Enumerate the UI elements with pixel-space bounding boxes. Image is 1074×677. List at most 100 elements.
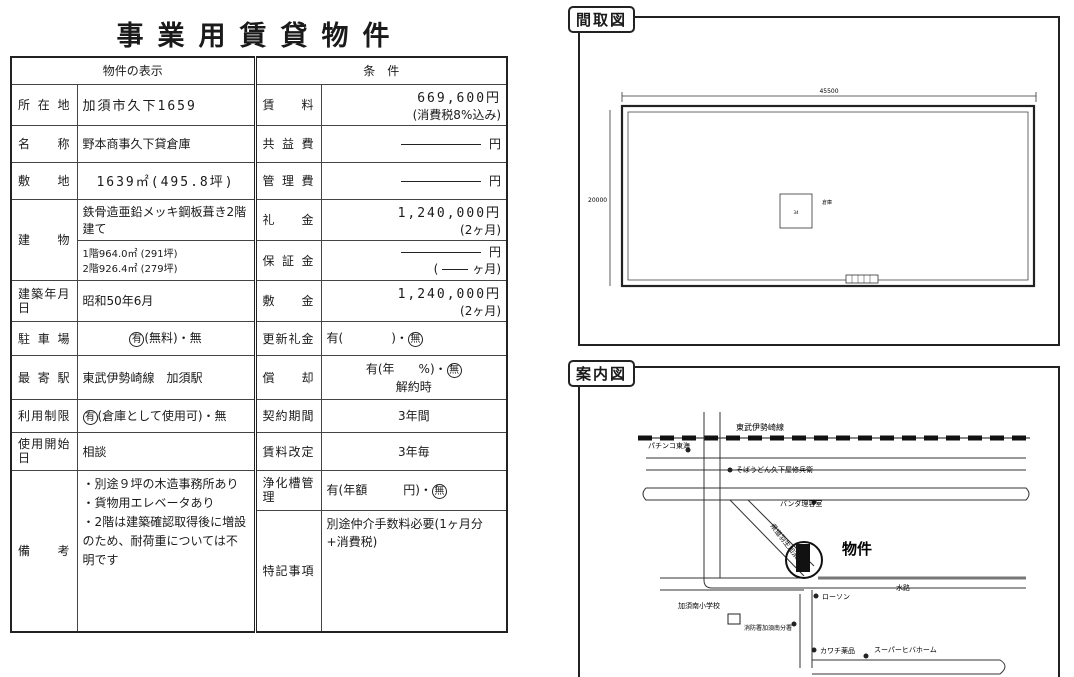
special-value: 別途仲介手数料必要(1ヶ月分+消費税) [320, 509, 508, 633]
floorplan-drawing: 45500 20000 34 倉庫 [588, 88, 1037, 288]
rent-amount: 669,600円 [417, 90, 502, 106]
location-label: 所在地 [10, 83, 78, 126]
revision-label: 賃料改定 [253, 431, 322, 471]
notes-value: ・別途９坪の木造事務所あり ・貨物用エレベータあり ・2階は建築確認取得後に増設… [76, 469, 256, 633]
circled-mark: 無 [446, 362, 462, 378]
super-marker [863, 653, 869, 659]
soba-label: そばうどん久下屋修兵衛 [736, 465, 813, 474]
period-label: 契約期間 [253, 398, 322, 433]
parking-label: 駐車場 [10, 320, 78, 356]
station-label: 最寄駅 [10, 354, 78, 400]
revision-value: 3年毎 [320, 431, 508, 471]
school-label: 加須南小学校 [678, 601, 720, 610]
usage-label: 利用制限 [10, 398, 78, 433]
note-item: ・別途９坪の木造事務所あり [82, 476, 239, 491]
rent-note: (消費税8%込み) [412, 107, 502, 122]
school-icon [727, 613, 741, 625]
start-label: 使用開始日 [10, 431, 78, 471]
lawson-marker [813, 593, 819, 599]
table-row: 備考 ・別途９坪の木造事務所あり ・貨物用エレベータあり ・2階は建築確認取得後… [10, 469, 508, 633]
property-spec-table: 物件の表示 条 件 所在地 加須市久下1659 賃料 669,600円 (消費税… [10, 56, 509, 633]
floor2-area: 2階926.4㎡ (279坪) [82, 264, 178, 275]
header-property: 物件の表示 [10, 56, 256, 85]
circled-mark: 有 [82, 409, 98, 425]
blank-line [442, 269, 469, 270]
station-value: 東武伊勢崎線 加須駅 [76, 354, 256, 400]
security-cell: 1,240,000円 (2ヶ月) [320, 279, 508, 322]
circled-mark: 無 [431, 484, 447, 499]
table-row: 名称 野本商事久下貸倉庫 共益費 円 [10, 124, 508, 163]
building-structure: 鉄骨造亜鉛メッキ鋼板葺き2階建て [76, 198, 256, 241]
height-dimension: 20000 [588, 197, 607, 204]
name-value: 野本商事久下貸倉庫 [76, 124, 256, 163]
rent-label: 賃料 [253, 83, 322, 126]
property-circle [785, 541, 823, 579]
blank-line [401, 252, 482, 253]
floor1-area: 1階964.0㎡ (291坪) [82, 249, 178, 260]
table-row: 建物 鉄骨造亜鉛メッキ鋼板葺き2階建て 礼金 1,240,000円 (2ヶ月) [10, 198, 508, 281]
common-unit: 円 [489, 137, 502, 151]
amort-cell: 有(年 %)・無 解約時 [320, 354, 508, 400]
fire-marker [791, 621, 797, 627]
map-label: 案内図 [568, 360, 636, 387]
property-marker [796, 544, 810, 572]
note-item: ・貨物用エレベータあり [82, 495, 215, 510]
mgmt-label: 管理費 [253, 161, 322, 200]
table-row: 建築年月日 昭和50年6月 敷金 1,240,000円 (2ヶ月) [10, 279, 508, 322]
table-row: 使用開始日 相談 賃料改定 3年毎 [10, 431, 508, 471]
parking-value: 有(無料)・無 [76, 320, 256, 356]
soba-marker [727, 467, 733, 473]
security-note: (2ヶ月) [460, 303, 502, 318]
special-label: 特記事項 [253, 509, 322, 633]
table-header-row: 物件の表示 条 件 [10, 56, 508, 85]
septic-text: 有(年額 円)・ [326, 483, 432, 497]
septic-cell: 有(年額 円)・無 [320, 469, 508, 511]
canal-label: 水路 [896, 583, 910, 592]
renewal-cell: 有( )・無 [320, 320, 508, 356]
notes-label: 備考 [10, 469, 78, 633]
pachinko-label: パチンコ東海 [648, 441, 690, 450]
usage-text: (倉庫として使用可)・無 [97, 408, 227, 423]
table-row: 最寄駅 東武伊勢崎線 加須駅 償却 有(年 %)・無 解約時 [10, 354, 508, 400]
header-terms: 条 件 [253, 56, 508, 85]
rail-label: 東武伊勢崎線 [736, 422, 784, 432]
deposit-months-open: ( [433, 262, 439, 276]
septic-label: 浄化槽管理 [253, 469, 322, 511]
mgmt-unit: 円 [489, 174, 502, 188]
key-money-amount: 1,240,000円 [397, 205, 502, 221]
blank-line [401, 181, 482, 182]
room-label: 倉庫 [822, 199, 832, 206]
width-dimension: 45500 [819, 88, 838, 95]
common-cell: 円 [320, 124, 508, 163]
key-money-label: 礼金 [253, 198, 322, 241]
floorplan-label: 間取図 [568, 6, 636, 33]
amort-text: 有(年 %)・ [365, 361, 447, 376]
key-money-cell: 1,240,000円 (2ヶ月) [320, 198, 508, 241]
warehouse-outline [620, 104, 1036, 288]
note-item: ・2階は建築確認取得後に増設のため、耐荷重については不明です [82, 514, 247, 567]
room-box [779, 193, 813, 229]
lawson-label: ローソン [822, 593, 850, 601]
pharmacy-marker [811, 647, 817, 653]
key-money-note: (2ヶ月) [460, 222, 502, 237]
usage-value: 有(倉庫として使用可)・無 [76, 398, 256, 433]
barber-marker [811, 499, 817, 505]
map-panel: 東武伊勢崎線 県道羽生加須線 水路 パチンコ東海 そばうどん久下屋修兵衛 バンダ… [578, 366, 1060, 677]
guide-map: 東武伊勢崎線 県道羽生加須線 水路 パチンコ東海 そばうどん久下屋修兵衛 バンダ… [638, 412, 1030, 675]
circled-mark: 有 [129, 332, 145, 347]
shutter [845, 274, 879, 284]
fire-label: 消防署加須南分署 [744, 624, 792, 632]
site-value: 1639㎡(495.8坪) [76, 161, 256, 200]
building-floors: 1階964.0㎡ (291坪) 2階926.4㎡ (279坪) [76, 239, 256, 281]
period-value: 3年間 [320, 398, 508, 433]
pachinko-marker [685, 447, 691, 453]
barber-label: バンダ理容室 [780, 499, 822, 508]
super-label: スーパーヒバホーム [874, 646, 937, 654]
deposit-label: 保証金 [253, 239, 322, 281]
built-label: 建築年月日 [10, 279, 78, 322]
circled-mark: 無 [407, 332, 423, 347]
location-value: 加須市久下1659 [76, 83, 256, 126]
amort-sub: 解約時 [395, 379, 432, 394]
table-row: 利用制限 有(倉庫として使用可)・無 契約期間 3年間 [10, 398, 508, 433]
renewal-label: 更新礼金 [253, 320, 322, 356]
